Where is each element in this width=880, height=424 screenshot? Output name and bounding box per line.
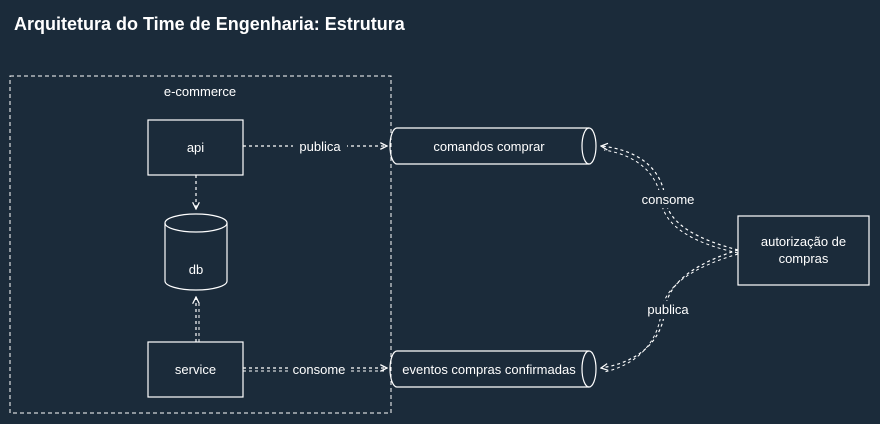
- edge-service-to-events-label: consome: [293, 362, 346, 377]
- autorizacao-label-line1: autorização de: [761, 234, 846, 249]
- db-node[interactable]: db: [164, 213, 228, 291]
- queue-comandos-comprar[interactable]: comandos comprar: [389, 127, 597, 165]
- ecommerce-group-container: [9, 75, 392, 414]
- page-title: Arquitetura do Time de Engenharia: Estru…: [14, 14, 405, 34]
- db-node-label: db: [189, 262, 203, 277]
- ecommerce-group-label: e-commerce: [164, 84, 236, 99]
- queue-eventos-label: eventos compras confirmadas: [402, 362, 576, 377]
- autorizacao-compras-node[interactable]: autorização de compras: [737, 215, 870, 286]
- service-node-label: service: [175, 362, 216, 377]
- edge-api-to-commands-label: publica: [299, 139, 341, 154]
- queue-comandos-comprar-label: comandos comprar: [433, 139, 545, 154]
- service-node[interactable]: service: [147, 341, 244, 398]
- autorizacao-label-line2: compras: [779, 251, 829, 266]
- queue-eventos-compras-confirmadas[interactable]: eventos compras confirmadas: [389, 350, 597, 388]
- edge-authorization-to-commands-label: consome: [642, 192, 695, 207]
- edge-authorization-to-events-label: publica: [647, 302, 689, 317]
- edge-authorization-to-commands: [601, 146, 739, 251]
- api-node[interactable]: api: [147, 119, 244, 176]
- edge-authorization-to-commands-shadow: [603, 149, 739, 254]
- api-node-label: api: [187, 140, 204, 155]
